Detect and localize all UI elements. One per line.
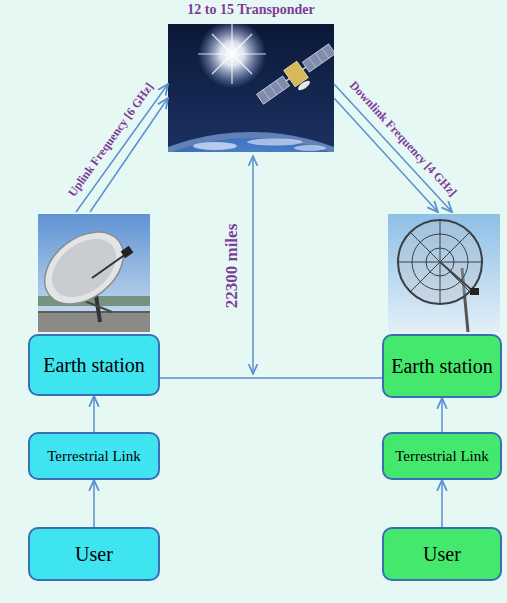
- link-line: [160, 377, 382, 379]
- sky: [388, 214, 500, 332]
- link-label: Terrestrial Link: [47, 448, 141, 465]
- feed: [470, 288, 479, 295]
- text-box: User: [382, 527, 502, 581]
- satellite: [254, 41, 334, 114]
- dish-picture: [38, 214, 150, 332]
- link-label: Terrestrial Link: [395, 448, 489, 465]
- dish-picture: [388, 214, 500, 332]
- text-box: Terrestrial Link: [28, 432, 160, 480]
- station-box: Earth station: [28, 334, 160, 396]
- user-box: User: [28, 527, 160, 581]
- station-label: Earth station: [43, 354, 145, 377]
- distance-arrow: [252, 156, 254, 374]
- heading-area: 12 to 15 Transponder: [168, 0, 334, 152]
- link-arrow: [441, 398, 443, 432]
- station-label: Earth station: [391, 355, 493, 378]
- user-label: User: [75, 543, 113, 566]
- satellite-node: 12 to 15 Transponder: [168, 0, 334, 152]
- roof: [38, 312, 150, 332]
- feed-arm: [92, 254, 126, 278]
- distance-label: 22300 miles: [222, 224, 242, 309]
- link-arrow: [441, 480, 443, 527]
- earth-station-node: Earth station: [28, 212, 160, 396]
- dish-inner: [41, 227, 127, 309]
- user-box: User: [382, 527, 502, 581]
- frequency-label: Uplink Frequency [6 GHz]: [65, 80, 157, 200]
- sun-rays: [198, 24, 266, 84]
- frequency-label: Downlink Frequency [4 GHz]: [346, 78, 460, 200]
- transponder-heading: 12 to 15 Transponder: [187, 2, 314, 18]
- feed-arm: [440, 262, 474, 292]
- mesh-dish: [398, 220, 482, 304]
- text-box: Terrestrial Link: [382, 432, 502, 480]
- cloud: [294, 145, 326, 151]
- earth-station-node: Earth station: [382, 212, 502, 398]
- feed: [121, 246, 134, 258]
- earth: [168, 138, 334, 152]
- satellite-picture: [168, 24, 334, 152]
- cloud: [247, 139, 303, 146]
- link-arrow: [93, 396, 95, 432]
- sun: [198, 24, 266, 88]
- mesh-ribs: [398, 220, 482, 304]
- station-box: Earth station: [382, 334, 502, 398]
- terrestrial-link-box: Terrestrial Link: [28, 432, 160, 480]
- link-arrow: [93, 480, 95, 527]
- text-box: User: [28, 527, 160, 581]
- user-label: User: [423, 543, 461, 566]
- terrestrial-link-box: Terrestrial Link: [382, 432, 502, 480]
- link-arrow: [76, 84, 168, 212]
- cloud: [193, 142, 237, 150]
- link-arrow: [334, 84, 452, 212]
- dish: [38, 217, 137, 318]
